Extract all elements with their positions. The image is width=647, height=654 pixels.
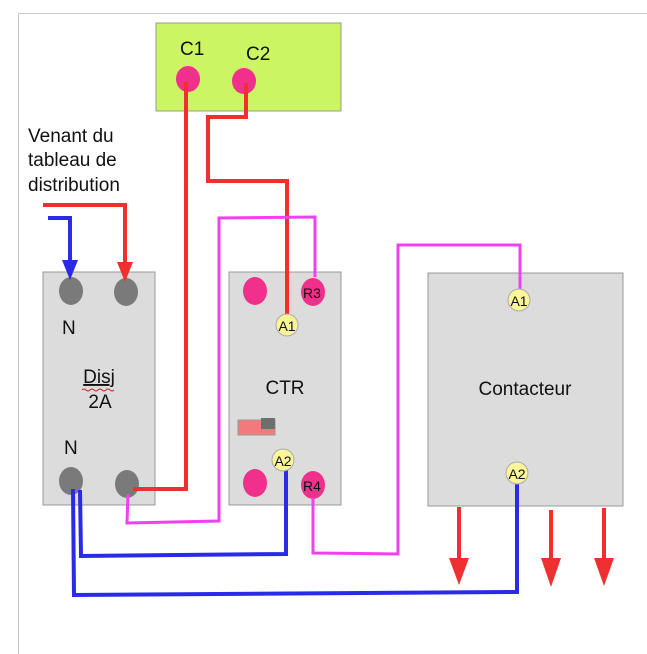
ctr-unused-top-terminal[interactable]	[243, 277, 267, 305]
wire-c1-to-breaker	[133, 82, 188, 491]
source-label-line1: Venant du	[28, 126, 114, 147]
contactor-a1-label: A1	[510, 293, 527, 309]
arrow-source-phase	[117, 262, 133, 282]
breaker-module	[42, 271, 156, 506]
ctr-r4-label: R4	[303, 478, 321, 494]
breaker-phase-in-terminal[interactable]	[114, 278, 138, 306]
arrow-contactor-out-1	[449, 558, 469, 585]
wire-r3-to-breaker	[125, 215, 317, 525]
breaker-neutral-out-terminal[interactable]	[59, 467, 83, 495]
ctr-a1-terminal[interactable]	[275, 313, 299, 337]
wire-breaker-to-ctr-a2	[78, 470, 288, 559]
ctr-r3-terminal[interactable]	[301, 278, 325, 306]
wire-c2-to-ctr-a1	[206, 83, 289, 322]
contactor-a2-terminal[interactable]	[505, 461, 529, 485]
breaker-neutral-in-terminal[interactable]	[59, 277, 83, 305]
contactor-a2-label: A2	[508, 466, 525, 482]
page-frame	[18, 13, 647, 654]
wire-source-phase	[43, 203, 127, 268]
contactor-name: Contacteur	[479, 379, 573, 400]
source-label-line3: distribution	[28, 175, 120, 196]
ctr-name: CTR	[265, 378, 304, 399]
wire-r4-to-contactor-a1	[311, 243, 522, 556]
ctr-r4-terminal[interactable]	[301, 471, 325, 499]
ctr-switch-handle[interactable]	[261, 418, 275, 429]
wire-source-neutral	[48, 216, 72, 266]
breaker-name: Disj	[83, 367, 115, 388]
ctr-a2-terminal[interactable]	[271, 448, 295, 472]
ctr-r3-label: R3	[303, 285, 321, 301]
control-wires	[125, 215, 522, 556]
sensor-c2-label: C2	[246, 44, 270, 65]
wiring-diagram: C1 C2 Venant du tableau de distribution …	[28, 22, 624, 598]
phase-wires	[43, 82, 614, 587]
breaker-n-top-label: N	[62, 318, 76, 339]
ctr-a2-label: A2	[274, 453, 291, 469]
arrow-source-neutral	[62, 260, 78, 280]
ctr-a1-label: A1	[278, 318, 295, 334]
breaker-phase-out-terminal[interactable]	[115, 470, 139, 498]
sensor-c1-terminal[interactable]	[176, 66, 200, 92]
arrow-contactor-out-3	[594, 558, 614, 586]
breaker-rating: 2A	[88, 392, 112, 413]
breaker-n-bottom-label: N	[64, 438, 78, 459]
neutral-wires	[48, 216, 519, 598]
sensor-c2-terminal[interactable]	[232, 68, 256, 94]
ctr-unused-bottom-terminal[interactable]	[243, 469, 267, 497]
spellcheck-underline	[81, 388, 115, 392]
sensor-c1-label: C1	[180, 39, 204, 60]
arrow-contactor-out-2	[541, 558, 561, 587]
contactor-a1-terminal[interactable]	[507, 288, 531, 312]
wire-breaker-to-contactor-a2	[71, 478, 519, 598]
source-label-line2: tableau de	[28, 150, 117, 171]
